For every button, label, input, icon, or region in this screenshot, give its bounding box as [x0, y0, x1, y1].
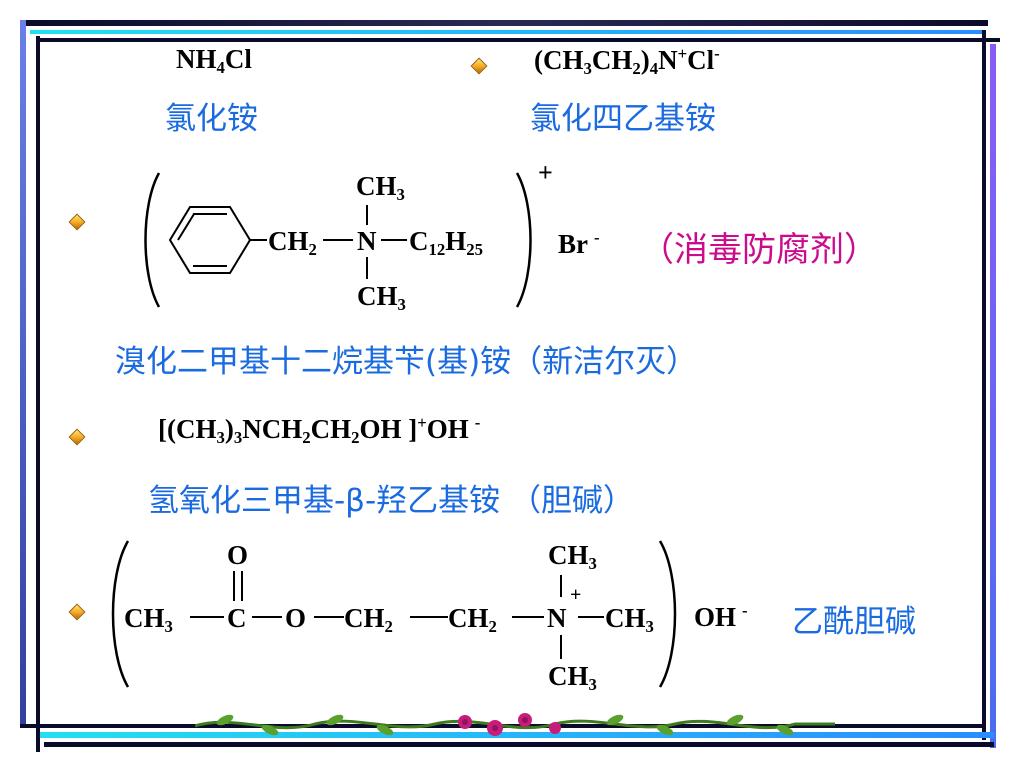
charge-plus: + [538, 158, 553, 187]
atom-carbonyl-carbon: C [227, 603, 247, 633]
atom-ammonium-nitrogen: N [547, 603, 567, 633]
bracket-right [658, 540, 677, 688]
structure-benzyl-dimethyl-dodecyl-ammonium [144, 172, 532, 308]
bracket-left [144, 172, 161, 308]
bracket-left [111, 540, 130, 688]
name-choline: 氢氧化三甲基-β-羟乙基铵 （胆碱） [148, 483, 635, 519]
formula-choline: [(CH3)3NCH2CH2OH ]+OH- [158, 413, 481, 448]
anion-bromide: Br- [558, 228, 600, 260]
group-methylene: CH2 [268, 226, 317, 260]
bracket-right [515, 172, 532, 308]
atom-nitrogen: N [357, 226, 377, 256]
charge-plus: + [570, 584, 582, 606]
name-tetraethylammonium-chloride: 氯化四乙基铵 [530, 101, 716, 137]
group-methylene-2: CH2 [448, 603, 497, 637]
group-methylene-1: CH2 [344, 603, 393, 637]
atom-carbonyl-oxygen: O [227, 540, 249, 570]
formula-tetraethylammonium-chloride: (CH3CH2)4N+Cl- [534, 44, 720, 79]
name-acetylcholine: 乙酰胆碱 [792, 604, 916, 640]
group-methyl-top: CH3 [356, 171, 405, 205]
atom-ester-oxygen: O [285, 603, 307, 633]
name-ammonium-chloride: 氯化铵 [165, 101, 258, 137]
group-methyl-bottom: CH3 [548, 661, 597, 695]
group-acetyl-methyl: CH3 [124, 603, 173, 637]
formula-ammonium-chloride: NH4Cl [176, 44, 252, 78]
anion-hydroxide: OH- [694, 601, 748, 633]
group-methyl-right: CH3 [605, 603, 654, 637]
floral-vine-decoration [195, 713, 835, 736]
structure-acetylcholine [111, 540, 677, 688]
name-benzalkonium-bromide: 溴化二甲基十二烷基苄(基)铵（新洁尔灭） [115, 344, 698, 380]
group-dodecyl: C12H25 [409, 226, 483, 260]
group-methyl-bottom: CH3 [357, 281, 406, 315]
group-methyl-top: CH3 [548, 540, 597, 574]
benzene-ring [168, 206, 252, 274]
use-disinfectant: （消毒防腐剂） [640, 230, 878, 270]
